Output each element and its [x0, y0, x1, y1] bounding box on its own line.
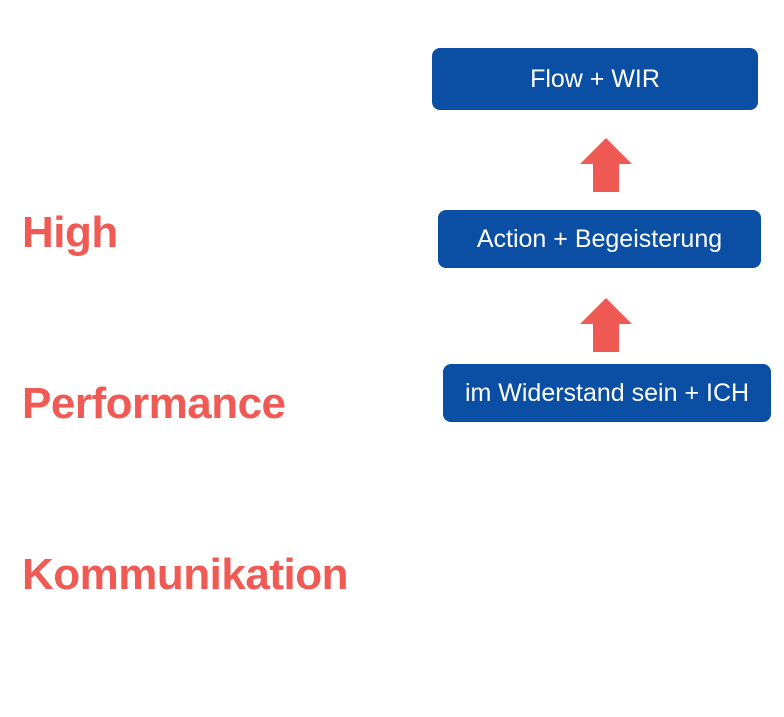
- flow-step-box-bottom: im Widerstand sein + ICH: [443, 364, 771, 422]
- page-title: High Performance Kommunikation: [22, 90, 412, 717]
- arrow-up-icon-upper: [579, 137, 633, 193]
- flow-step-box-top: Flow + WIR: [432, 48, 758, 110]
- page-title-line-1: High: [22, 208, 118, 257]
- slide-canvas: High Performance Kommunikation Flow + WI…: [22, 48, 771, 599]
- page-title-line-3: Kommunikation: [22, 550, 348, 599]
- page-title-line-2: Performance: [22, 379, 286, 428]
- arrow-up-icon-lower: [579, 297, 633, 353]
- flow-step-label-bottom: im Widerstand sein + ICH: [464, 378, 750, 407]
- flow-step-label-top: Flow + WIR: [530, 64, 660, 93]
- flow-step-label-middle: Action + Begeisterung: [476, 224, 723, 253]
- arrow-up-icon: [580, 298, 632, 352]
- flow-step-box-middle: Action + Begeisterung: [438, 210, 761, 268]
- arrow-up-icon: [580, 138, 632, 192]
